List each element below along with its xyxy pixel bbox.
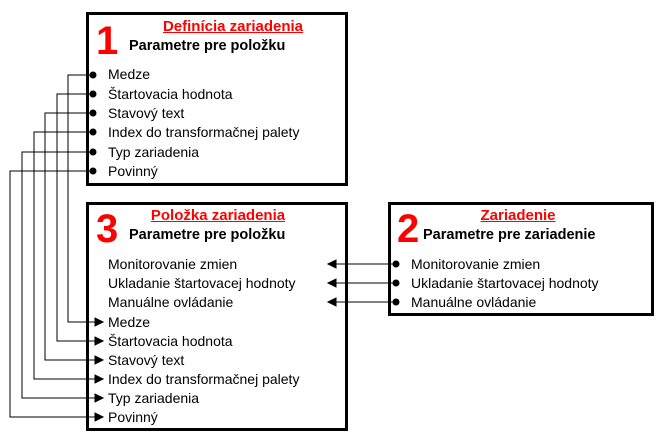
box3-title: Položka zariadenia: [150, 207, 286, 224]
connector-line: [67, 74, 96, 323]
arrow-head-icon: [94, 336, 105, 346]
box3-item: Stavový text: [108, 352, 185, 368]
arrow-head-icon: [326, 278, 337, 288]
arrow-head-icon: [94, 374, 105, 384]
box-zariadenie: [388, 202, 654, 316]
box2-title: Zariadenie: [480, 207, 556, 224]
connector-line: [44, 112, 96, 361]
box3-item: Ukladanie štartovacej hodnoty: [108, 275, 296, 291]
connector-line: [56, 93, 96, 342]
connector-line: [21, 151, 96, 399]
box-polozka-zariadenia: [86, 202, 348, 431]
connector-line: [9, 170, 96, 418]
box3-item: Manuálne ovládanie: [108, 294, 234, 310]
box2-item: Manuálne ovládanie: [411, 294, 537, 310]
box1-item: Stavový text: [108, 105, 185, 121]
box2-item: Ukladanie štartovacej hodnoty: [411, 275, 599, 291]
box3-item: Medze: [108, 314, 151, 330]
box3-item: Monitorovanie zmien: [108, 256, 238, 272]
box3-item: Typ zariadenia: [108, 390, 200, 406]
box2-item: Monitorovanie zmien: [411, 256, 541, 272]
box-definicia-zariadenia: [86, 12, 348, 186]
box3-number: 3: [96, 207, 119, 251]
arrow-head-icon: [326, 259, 337, 269]
box3-item: Štartovacia hodnota: [108, 333, 233, 349]
arrow-head-icon: [94, 355, 105, 365]
box3-item: Index do transformačnej palety: [108, 371, 300, 387]
arrow-head-icon: [94, 317, 105, 327]
box1-item: Štartovacia hodnota: [108, 86, 233, 102]
box1-item: Medze: [108, 66, 151, 82]
box1-item: Typ zariadenia: [108, 144, 200, 160]
box3-subtitle: Parametre pre položku: [129, 227, 286, 243]
box2-subtitle: Parametre pre zariadenie: [423, 227, 596, 243]
connector-line: [33, 131, 96, 380]
box1-item: Povinný: [108, 163, 158, 179]
box1-number: 1: [96, 19, 119, 63]
arrow-head-icon: [94, 393, 105, 403]
box2-number: 2: [397, 207, 420, 251]
arrow-head-icon: [94, 412, 105, 422]
arrow-head-icon: [326, 297, 337, 307]
box1-subtitle: Parametre pre položku: [129, 38, 286, 54]
box1-item: Index do transformačnej palety: [108, 124, 300, 140]
box1-title: Definícia zariadenia: [162, 18, 304, 35]
box3-item: Povinný: [108, 409, 158, 425]
